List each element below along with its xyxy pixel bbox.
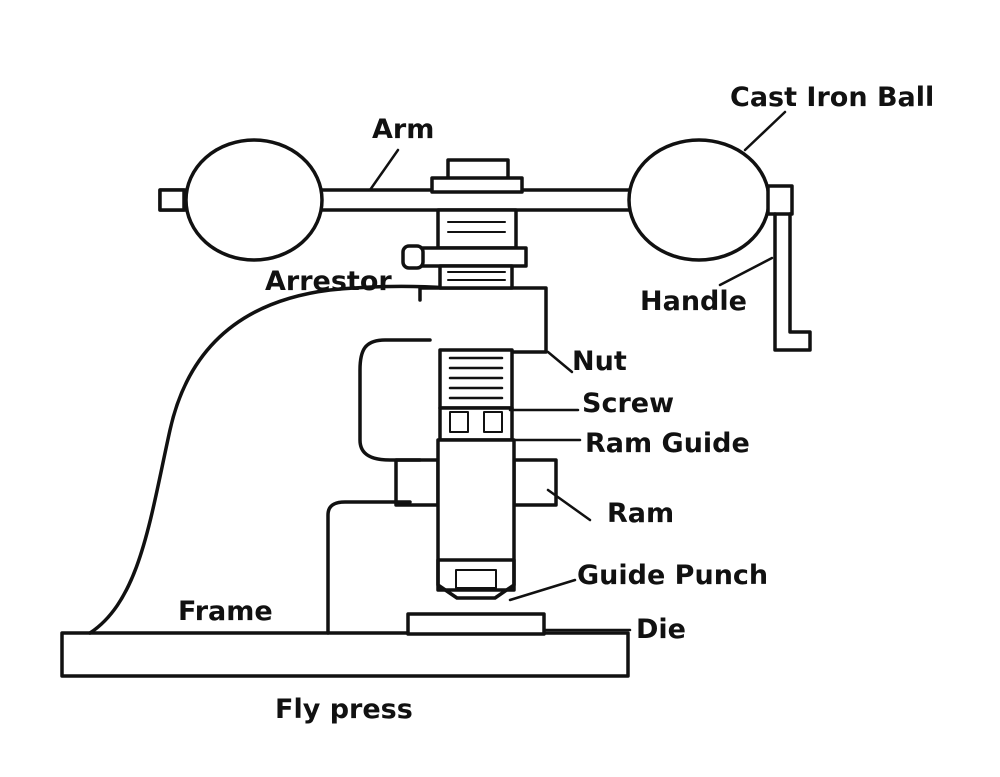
screw-top-collar xyxy=(430,176,524,194)
leader-guide-punch xyxy=(508,578,577,602)
label-die: Die xyxy=(636,614,686,645)
label-guide-punch: Guide Punch xyxy=(577,560,768,591)
arrestor-pin xyxy=(401,244,425,270)
leader-arm xyxy=(368,148,400,192)
guide-punch xyxy=(436,558,516,600)
hub xyxy=(436,208,518,250)
ram-guide-right xyxy=(512,458,558,507)
frame-outline xyxy=(88,284,450,635)
base-plate xyxy=(60,631,630,678)
leader-cast-iron-ball xyxy=(743,110,787,152)
leader-handle xyxy=(718,256,774,287)
label-arm: Arm xyxy=(372,114,434,145)
arm-left-stub xyxy=(158,188,186,212)
label-screw: Screw xyxy=(582,388,674,419)
frame-body xyxy=(358,338,432,462)
ram-guide-left xyxy=(394,458,440,507)
leader-ram xyxy=(546,488,592,522)
handle-mount xyxy=(766,184,794,216)
right-cast-iron-ball xyxy=(627,138,771,262)
left-cast-iron-ball xyxy=(184,138,324,262)
label-handle: Handle xyxy=(640,286,747,317)
handle xyxy=(773,212,812,352)
frame-head xyxy=(418,286,548,354)
leader-nut xyxy=(546,350,574,374)
label-nut: Nut xyxy=(572,346,627,377)
label-cast-iron-ball: Cast Iron Ball xyxy=(730,82,934,113)
label-arrestor: Arrestor xyxy=(265,266,392,297)
caption: Fly press xyxy=(275,694,413,725)
label-frame: Frame xyxy=(178,596,273,627)
label-ram: Ram xyxy=(607,498,674,529)
label-ram-guide: Ram Guide xyxy=(585,428,750,459)
die xyxy=(406,612,546,636)
ram xyxy=(436,438,516,592)
screw-upper xyxy=(438,264,514,290)
frame-inner xyxy=(326,500,412,635)
arrestor-collar xyxy=(418,246,528,268)
